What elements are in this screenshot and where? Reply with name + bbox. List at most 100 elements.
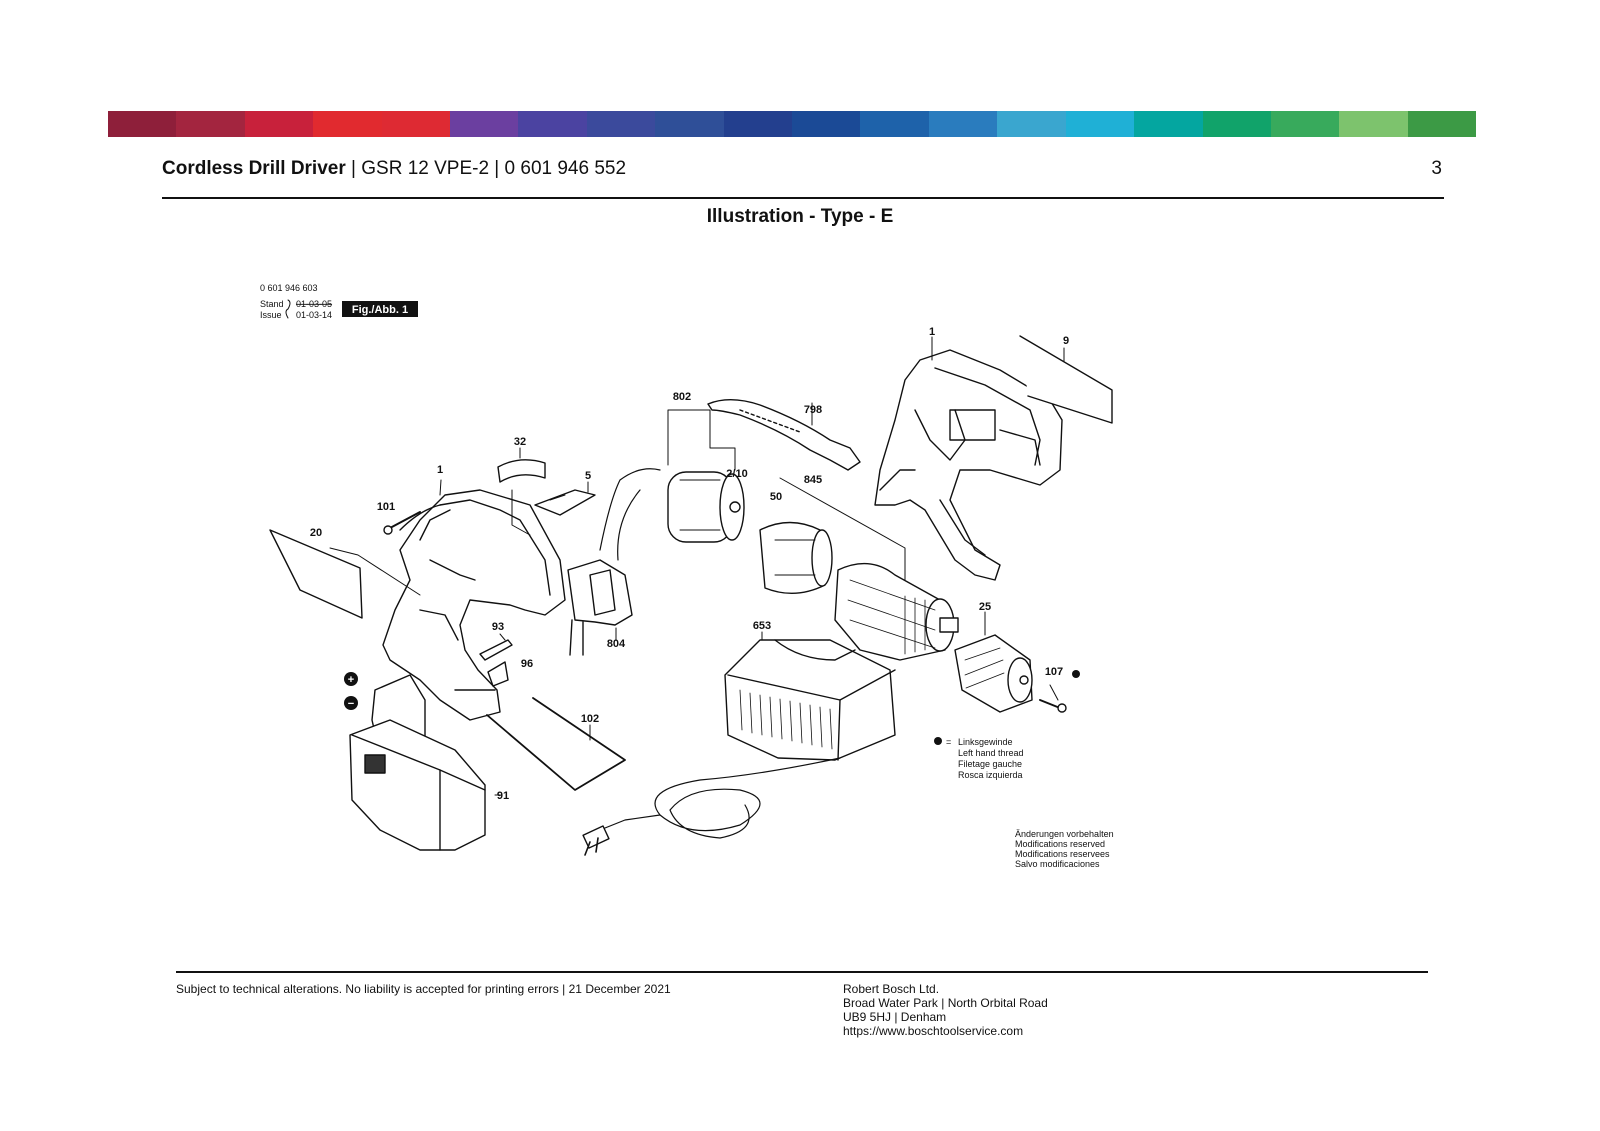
- color-segment: [244, 111, 314, 137]
- color-segment: [1065, 111, 1135, 137]
- color-segment: [928, 111, 998, 137]
- color-segment: [1134, 111, 1203, 137]
- header-divider: [162, 197, 1444, 199]
- part-32: [497, 447, 546, 536]
- part-label-96: 96: [521, 658, 533, 670]
- color-segment: [450, 111, 519, 137]
- color-segment: [518, 111, 587, 137]
- address-line-1: Broad Water Park | North Orbital Road: [843, 996, 1048, 1010]
- minus-symbol: −: [348, 698, 354, 710]
- housing-shell-left: [382, 479, 566, 721]
- footer-divider: [176, 971, 1428, 973]
- part-label-101: 101: [377, 501, 395, 513]
- stand-date: 01-03-05: [296, 299, 332, 309]
- drawing-stamp: 0 601 946 603 Stand Issue 01-03-05 01-03…: [260, 283, 418, 320]
- page-number: 3: [1431, 158, 1442, 179]
- model-name: GSR 12 VPE-2: [361, 158, 490, 179]
- color-segment: [381, 111, 451, 137]
- gear-housing-50: [759, 521, 833, 594]
- part-label-845: 845: [804, 474, 822, 486]
- issue-label: Issue: [260, 310, 282, 320]
- color-segment: [1270, 111, 1340, 137]
- part-labels: 1 9 802 798 32 5 2/10 845 101 20 50 1 65…: [310, 326, 1069, 802]
- changes-line-es: Salvo modificaciones: [1015, 859, 1100, 869]
- changes-line-en: Modifications reserved: [1015, 839, 1105, 849]
- part-label-107: 107: [1045, 666, 1063, 678]
- changes-line-de: Änderungen vorbehalten: [1015, 829, 1114, 839]
- address-line-2: UB9 5HJ | Denham: [843, 1010, 947, 1024]
- motor-802: [599, 409, 745, 561]
- color-segment: [997, 111, 1066, 137]
- part-label-653: 653: [753, 620, 771, 632]
- part-5: [534, 481, 596, 516]
- issue-date: 01-03-14: [296, 310, 332, 320]
- changes-line-fr: Modifications reservees: [1015, 849, 1110, 859]
- fig-badge: [342, 301, 418, 317]
- plus-symbol: +: [348, 674, 354, 686]
- color-segment: [176, 111, 245, 137]
- color-segment: [1407, 111, 1477, 137]
- minus-terminal-icon: [344, 696, 358, 710]
- part-label-5: 5: [585, 470, 591, 482]
- cable-798: [707, 399, 861, 471]
- color-segment: [586, 111, 656, 137]
- part-93: [479, 633, 513, 661]
- part-label-1-top: 1: [929, 326, 935, 338]
- brand-color-bar: [108, 111, 1477, 137]
- part-number: 0 601 946 552: [504, 158, 627, 179]
- drawing-doc-number: 0 601 946 603: [260, 283, 318, 293]
- fig-label: Fig./Abb. 1: [352, 304, 408, 316]
- legend-line-en: Left hand thread: [958, 748, 1024, 758]
- label-card-20: [269, 529, 363, 619]
- service-url[interactable]: https://www.boschtoolservice.com: [843, 1024, 1024, 1038]
- color-segment: [655, 111, 724, 137]
- color-segment: [723, 111, 793, 137]
- document-title: Cordless Drill Driver | GSR 12 VPE-2 | 0…: [162, 158, 627, 179]
- part-96: [487, 661, 509, 687]
- part-label-804: 804: [607, 638, 626, 650]
- color-segment: [860, 111, 929, 137]
- housing-shell-right: [874, 349, 1063, 581]
- product-name: Cordless Drill Driver: [162, 158, 346, 179]
- color-segment: [108, 111, 177, 137]
- chuck-25: [954, 611, 1033, 713]
- color-segment: [792, 111, 861, 137]
- color-segment: [1339, 111, 1408, 137]
- thread-legend: = Linksgewinde Left hand thread Filetage…: [934, 737, 1024, 780]
- switch-804: [567, 559, 633, 656]
- battery-pack-91: + −: [344, 672, 501, 851]
- screw-107: [1039, 670, 1080, 713]
- modifications-note: Änderungen vorbehalten Modifications res…: [1015, 829, 1114, 869]
- part-label-93: 93: [492, 621, 504, 633]
- color-segment: [1202, 111, 1271, 137]
- plus-terminal-icon: [344, 672, 358, 686]
- part-label-9: 9: [1063, 335, 1069, 347]
- part-label-91: 91: [497, 790, 509, 802]
- gearbox-845: [779, 477, 959, 661]
- part-label-102: 102: [581, 713, 599, 725]
- legend-equals: =: [946, 737, 951, 747]
- left-thread-marker-icon: [934, 737, 942, 745]
- part-label-32: 32: [514, 436, 526, 448]
- footer-disclaimer: Subject to technical alterations. No lia…: [176, 982, 671, 996]
- color-segment: [313, 111, 382, 137]
- section-title: Illustration - Type - E: [706, 206, 894, 227]
- bracket-102: [486, 697, 626, 791]
- part-label-2-10: 2/10: [726, 468, 747, 480]
- label-card-9: [1019, 335, 1113, 424]
- part-label-802: 802: [673, 391, 691, 403]
- legend-line-fr: Filetage gauche: [958, 759, 1022, 769]
- part-label-798: 798: [804, 404, 822, 416]
- page-header: Cordless Drill Driver | GSR 12 VPE-2 | 0…: [162, 154, 1442, 184]
- part-label-25: 25: [979, 601, 991, 613]
- footer-address: Robert Bosch Ltd. Broad Water Park | Nor…: [843, 982, 1048, 1038]
- charger-653: [582, 631, 896, 856]
- part-label-20: 20: [310, 527, 322, 539]
- stand-label: Stand: [260, 299, 284, 309]
- legend-line-es: Rosca izquierda: [958, 770, 1023, 780]
- legend-line-de: Linksgewinde: [958, 737, 1013, 747]
- part-label-1: 1: [437, 464, 443, 476]
- part-label-50: 50: [770, 491, 782, 503]
- screw-101: [383, 511, 421, 535]
